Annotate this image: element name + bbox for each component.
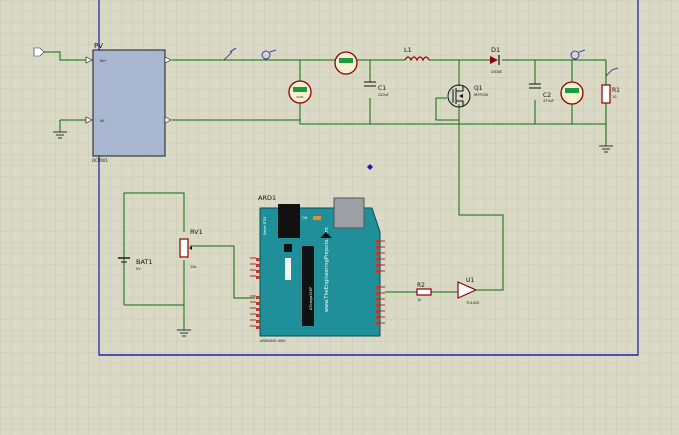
q1-label: Q1 (474, 85, 483, 92)
r1-label: R1 (612, 87, 620, 94)
current-probe-icon[interactable] (570, 49, 586, 60)
arduino-uno-ard1[interactable]: ARD1 ON Reset BTN ATmega328P www.TheEngi… (250, 194, 385, 343)
reset-button[interactable] (284, 244, 292, 252)
d1-label: D1 (491, 46, 500, 54)
ground-symbol (599, 145, 613, 153)
r2-label: R2 (417, 282, 425, 289)
u1-value: TC4420 (465, 301, 479, 305)
ground-symbol (177, 329, 191, 337)
resistor-r2[interactable]: R2 1k (416, 282, 432, 302)
pv-module[interactable]: PV DCP001 IN+ IN- (85, 42, 172, 163)
pv-pin-in-minus: IN- (100, 119, 106, 123)
c2-label: C2 (543, 92, 551, 99)
origin-marker-icon (367, 164, 373, 170)
capacitor-c2[interactable]: C2 470uF (529, 83, 554, 103)
crystal (285, 258, 291, 280)
r2-value: 1k (417, 298, 422, 302)
arduino-url: www.TheEngineeringProjects.com (324, 227, 330, 312)
u1-label: U1 (466, 277, 474, 284)
control-wires (123, 192, 458, 330)
usb-connector (278, 204, 300, 238)
analog-header (256, 258, 260, 329)
arduino-on: ON (302, 216, 308, 220)
arduino-logo-icon (320, 232, 332, 238)
atmega-chip (302, 246, 314, 326)
current-probe-icon[interactable] (223, 47, 237, 61)
led-on (313, 216, 321, 220)
ammeter-series[interactable] (334, 51, 358, 75)
rv1-label: RV1 (190, 228, 203, 236)
voltmeter-output[interactable] (560, 81, 584, 105)
diode-d1[interactable]: D1 DIODE (490, 46, 502, 74)
arduino-sublabel: ARDUINO UNO (260, 339, 286, 343)
arduino-chip-label: ATmega328P (309, 287, 313, 310)
gate-driver-u1[interactable]: U1 TC4420 (457, 277, 480, 305)
bat1-label: BAT1 (136, 258, 153, 266)
resistor-r1[interactable]: R1 10 (601, 84, 620, 104)
inductor-l1[interactable]: L1 (404, 46, 432, 62)
sheet-border (98, 0, 639, 356)
pv-pin-in-plus: IN+ (100, 59, 107, 63)
c1-label: C1 (378, 85, 386, 92)
c2-value: 470uF (543, 99, 554, 103)
q1-value: IRFP250 (474, 93, 488, 97)
d1-value: DIODE (491, 70, 502, 74)
voltage-probe-input[interactable] (33, 47, 48, 57)
potentiometer-rv1[interactable]: RV1 10k (179, 228, 203, 269)
voltage-probe-output[interactable] (605, 67, 619, 77)
mosfet-q1[interactable]: Q1 IRFP250 (447, 84, 488, 108)
l1-label: L1 (404, 46, 412, 54)
arduino-reset-label: Reset BTN (263, 217, 267, 235)
pv-sublabel: DCP001 (92, 158, 108, 163)
capacitor-c1[interactable]: C1 220uF (364, 81, 389, 97)
power-wires (47, 51, 607, 291)
arduino-label: ARD1 (258, 194, 276, 202)
bat1-value: 5V (136, 267, 141, 271)
battery-bat1[interactable]: BAT1 5V (118, 257, 153, 271)
ground-symbol (53, 131, 67, 139)
power-jack (333, 197, 365, 229)
digital-header (376, 240, 380, 325)
current-probe-icon[interactable] (261, 49, 277, 60)
r1-value: 10 (612, 95, 616, 99)
rv1-value: 10k (190, 265, 197, 269)
voltmeter-input[interactable]: Volts (288, 80, 312, 104)
c1-value: 220uF (378, 93, 389, 97)
voltmeter-unit: Volts (296, 95, 304, 99)
pv-label: PV (94, 42, 103, 50)
